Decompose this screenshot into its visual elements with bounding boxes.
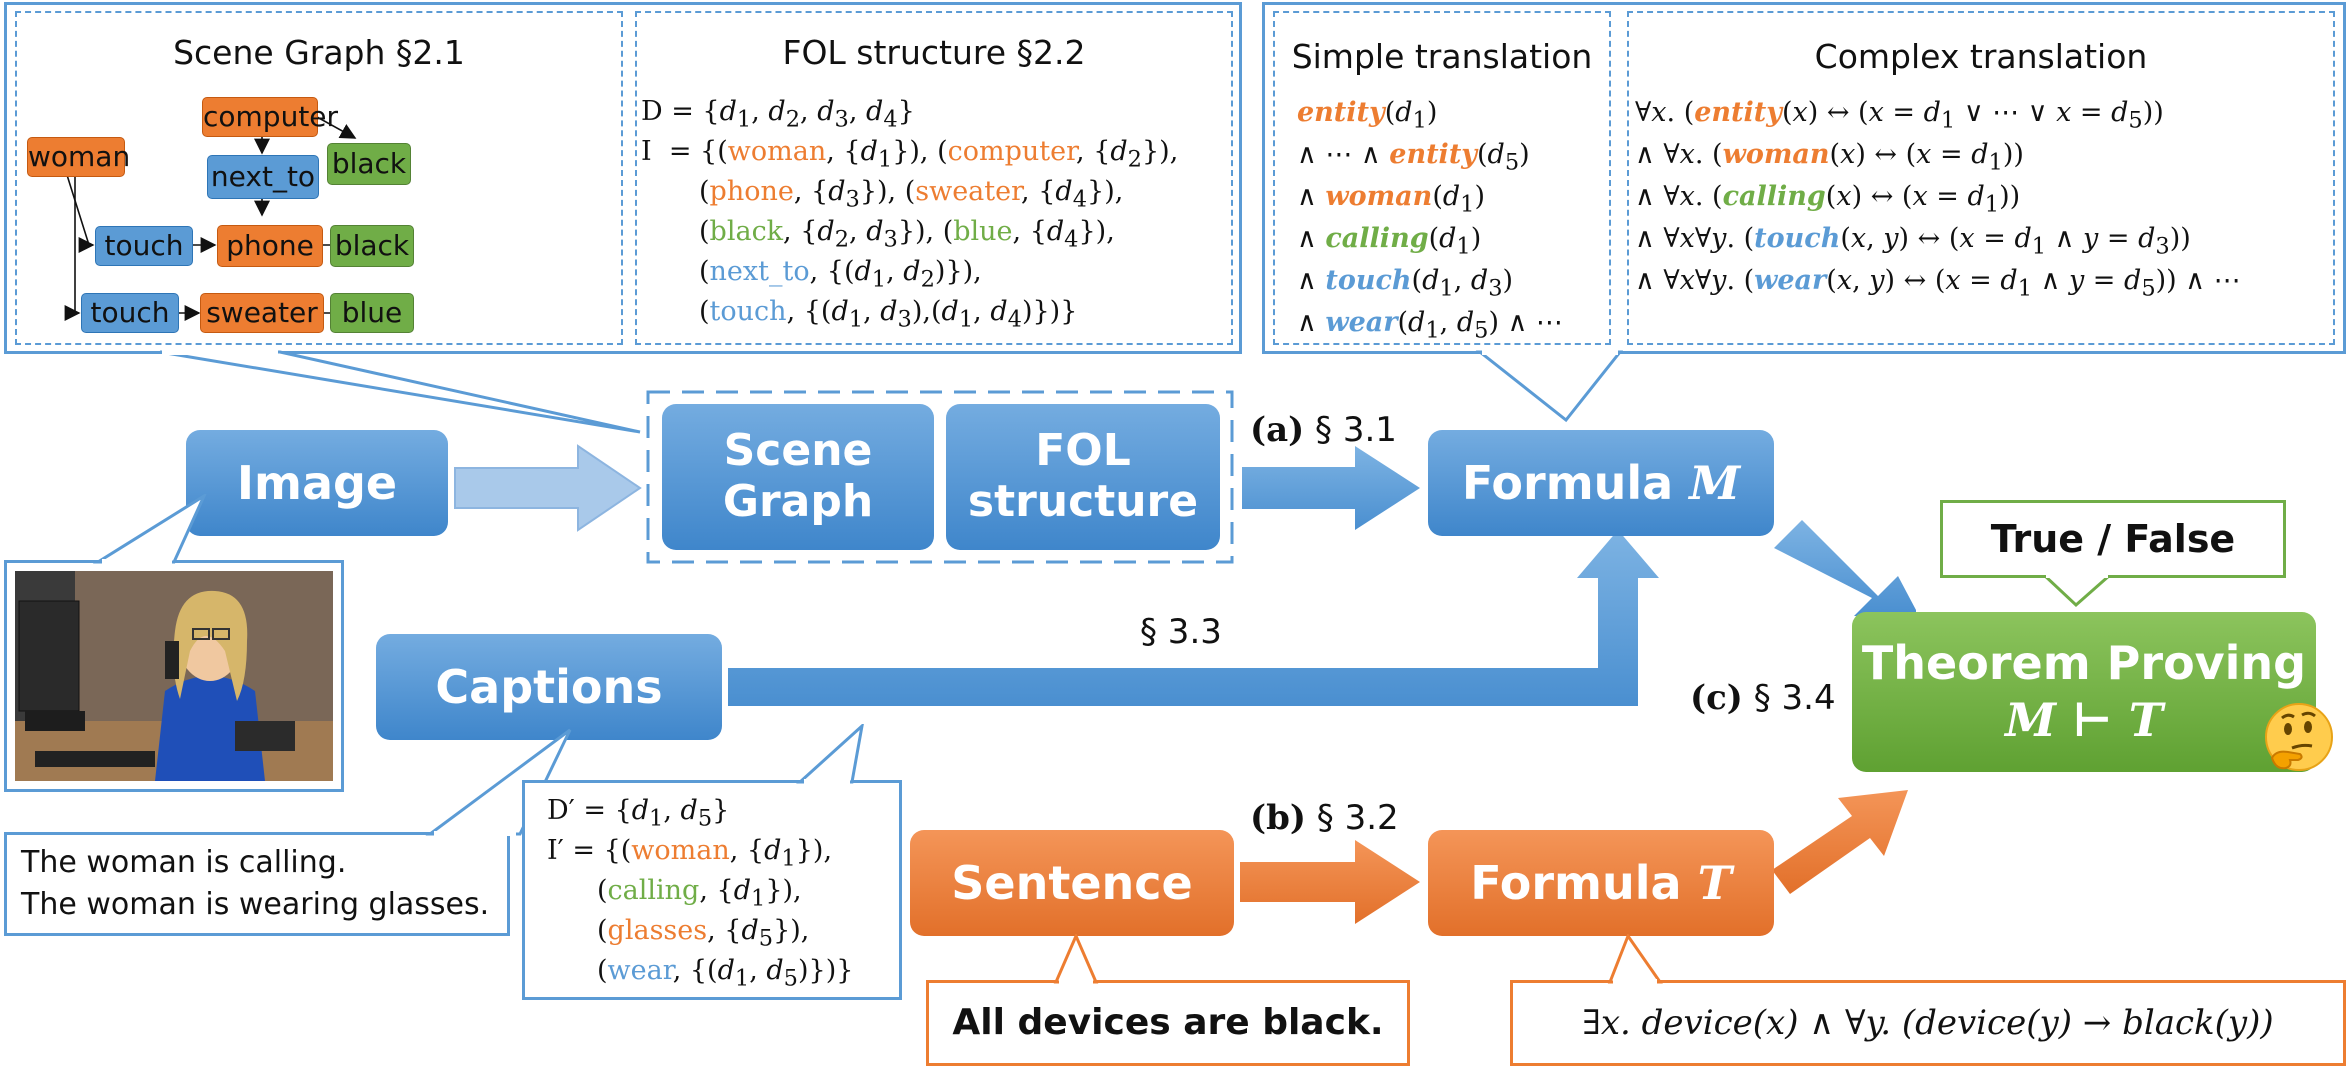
node-woman: woman — [27, 137, 130, 177]
translation-panel: Simple translation entity(d1) ∧ ⋯ ∧ enti… — [1262, 2, 2346, 354]
label-b-section: § 3.2 — [1316, 798, 1399, 838]
translation-callout-tail — [1475, 350, 1624, 423]
formula-t-expression: ∃x. device(x) ∧ ∀y. (device(y) → black(y… — [1582, 1003, 2274, 1043]
node-touch-1: touch — [95, 226, 193, 266]
label-b: (b) § 3.2 — [1250, 798, 1399, 838]
true-false-callout: True / False — [1940, 500, 2286, 578]
node-black-1: black — [327, 143, 411, 185]
formula-t-callout-tail — [1607, 934, 1663, 984]
theorem-proving-box: Theorem Proving M ⊢ T — [1852, 612, 2316, 772]
sentence-callout-tail — [1053, 934, 1099, 984]
label-c-letter: (c) — [1690, 678, 1743, 718]
scene-fol-group — [646, 390, 1234, 564]
scene-callout-tail — [159, 350, 641, 434]
true-false-tail — [2041, 575, 2113, 608]
node-next-to: next_to — [207, 155, 319, 199]
scene-graph-title: Scene Graph §2.1 — [173, 33, 465, 72]
formula-m-box: Formula M — [1428, 430, 1774, 536]
label-captions-section: § 3.3 — [1140, 612, 1222, 652]
caption-fol-callout: D′ = {d1, d5} I′ = {(woman, {d1}), (call… — [522, 780, 902, 1000]
label-c-section: § 3.4 — [1753, 678, 1836, 718]
node-touch-2: touch — [81, 293, 179, 333]
node-phone: phone — [217, 225, 323, 267]
image-photo-panel — [4, 560, 344, 792]
caption-line-2: The woman is wearing glasses. — [21, 887, 490, 922]
simple-translation-panel: Simple translation entity(d1) ∧ ⋯ ∧ enti… — [1273, 11, 1611, 345]
formula-t-to-theorem-arrow — [1772, 790, 1908, 894]
label-a-section: § 3.1 — [1315, 410, 1397, 450]
scene-graph-edges — [64, 116, 357, 321]
sentence-callout-text: All devices are black. — [952, 1002, 1384, 1043]
node-sweater: sweater — [200, 293, 324, 333]
thinking-face-icon — [2262, 700, 2336, 774]
theorem-proving-formula: M ⊢ T — [2005, 693, 2163, 747]
caption-text-callout: The woman is calling. The woman is weari… — [4, 832, 510, 936]
label-b-letter: (b) — [1250, 798, 1306, 838]
formula-t-callout: ∃x. device(x) ∧ ∀y. (device(y) → black(y… — [1510, 980, 2346, 1066]
image-to-group-arrow — [454, 444, 642, 532]
scene-graph-box: Scene Graph — [662, 404, 934, 550]
captions-box: Captions — [376, 634, 722, 740]
group-to-formula-m-arrow — [1242, 446, 1420, 530]
node-blue: blue — [330, 293, 414, 333]
complex-translation-title: Complex translation — [1814, 37, 2148, 76]
theorem-proving-label: Theorem Proving — [1861, 636, 2307, 691]
node-computer: computer — [202, 97, 338, 137]
scene-fol-panel: Scene Graph §2.1 — [4, 2, 1242, 354]
image-box: Image — [186, 430, 448, 536]
formula-t-variable: T — [1697, 855, 1732, 910]
sentence-to-formula-t-arrow — [1240, 840, 1420, 924]
formula-m-to-theorem-arrow — [1774, 520, 1916, 616]
formula-m-label: Formula — [1461, 455, 1674, 510]
formula-t-label: Formula — [1470, 855, 1682, 910]
formula-m-variable: M — [1689, 455, 1741, 510]
node-black-2: black — [330, 225, 414, 267]
complex-translation-panel: Complex translation ∀x. (entity(x) ↔ (x … — [1627, 11, 2335, 345]
label-a-letter: (a) — [1250, 410, 1305, 450]
simple-translation-title: Simple translation — [1291, 37, 1593, 76]
label-c: (c) § 3.4 — [1690, 678, 1836, 718]
scene-graph-panel: Scene Graph §2.1 — [15, 11, 623, 345]
fol-structure-title: FOL structure §2.2 — [782, 33, 1086, 72]
fol-structure-box: FOL structure — [946, 404, 1220, 550]
image-photo-tail — [92, 494, 207, 565]
true-false-text: True / False — [1990, 517, 2236, 561]
caption-line-1: The woman is calling. — [21, 845, 347, 880]
label-a: (a) § 3.1 — [1250, 410, 1397, 450]
formula-t-box: Formula T — [1428, 830, 1774, 936]
fol-structure-panel: FOL structure §2.2 D = {d1, d2, d3, d4} … — [635, 11, 1233, 345]
sentence-callout: All devices are black. — [926, 980, 1410, 1066]
captions-to-formula-m-arrow — [728, 530, 1659, 706]
office-photo — [15, 571, 333, 781]
sentence-box: Sentence — [910, 830, 1234, 936]
caption-fol-tail — [796, 724, 864, 784]
